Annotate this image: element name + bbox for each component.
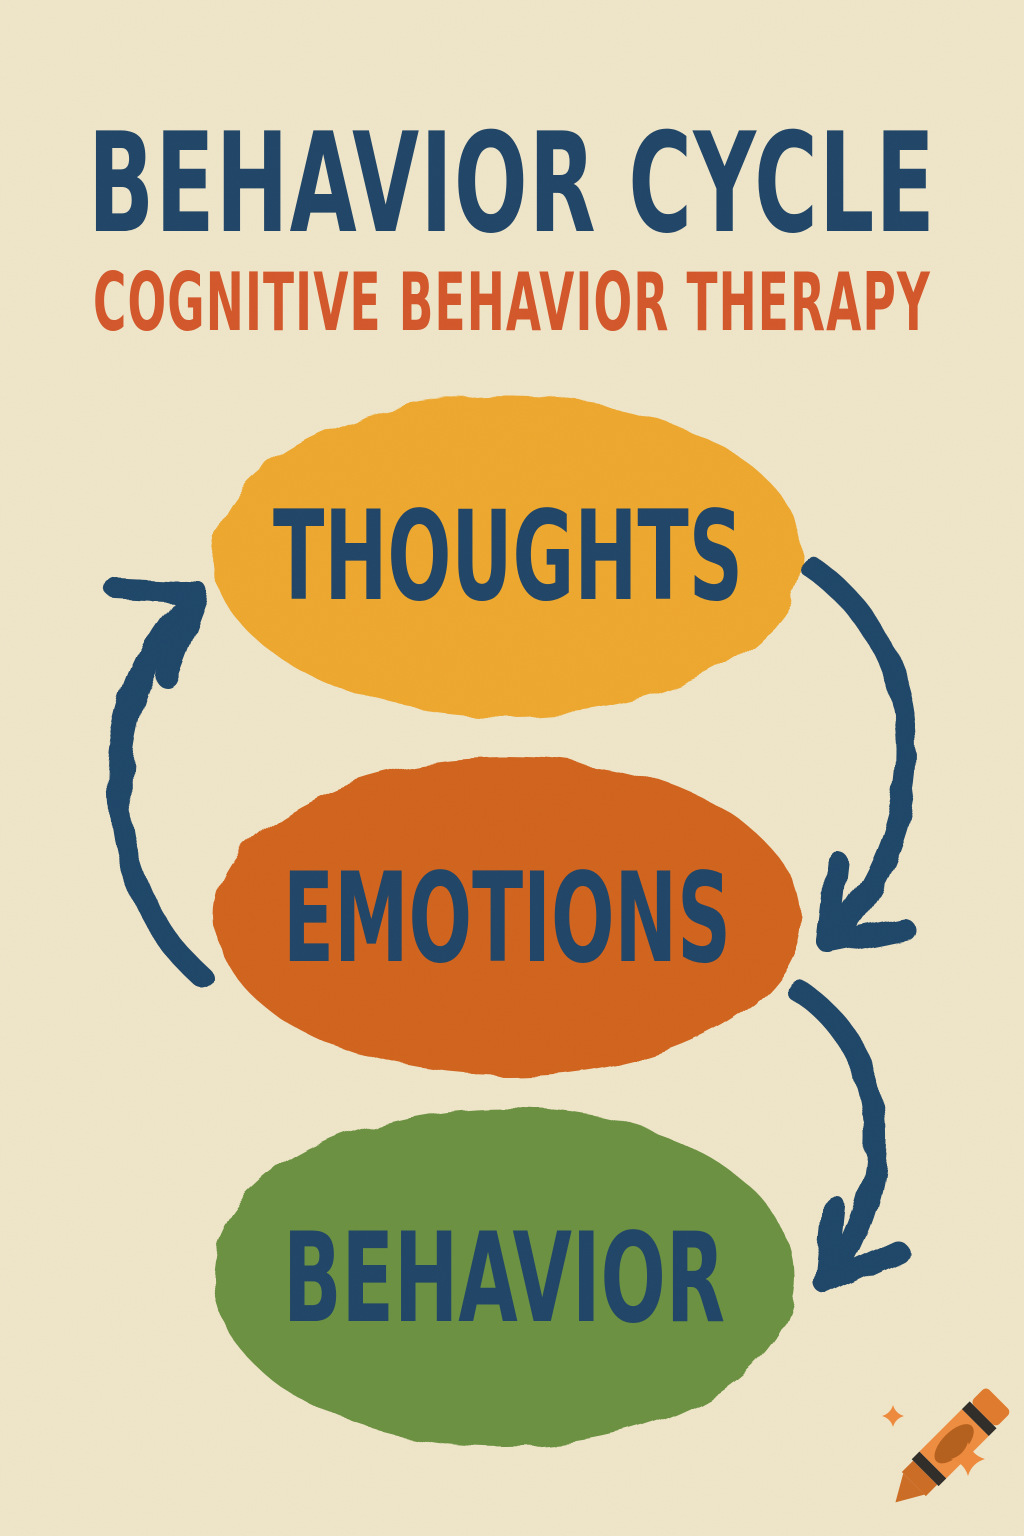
page-subtitle: COGNITIVE BEHAVIOR THERAPY <box>93 256 931 349</box>
arrowhead-barb <box>106 578 208 604</box>
arrowhead-barb <box>819 918 915 955</box>
node-emotions-label: EMOTIONS <box>283 847 731 991</box>
node-thoughts-label: THOUGHTS <box>273 485 743 629</box>
node-behavior-label: BEHAVIOR <box>283 1207 725 1351</box>
page-title: BEHAVIOR CYCLE <box>88 103 936 264</box>
